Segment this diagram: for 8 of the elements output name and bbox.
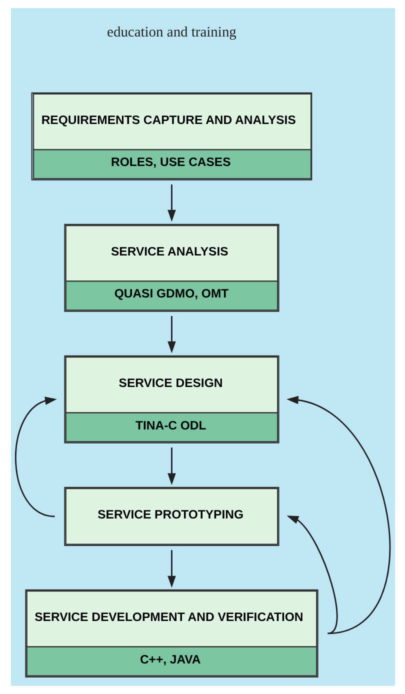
arrow bbox=[167, 316, 176, 354]
arrow bbox=[286, 516, 338, 634]
arrow bbox=[167, 184, 176, 222]
arrow bbox=[286, 396, 390, 634]
arrow bbox=[167, 448, 176, 486]
arrow bbox=[14, 396, 56, 518]
label: education and training bbox=[106, 24, 236, 40]
arrow bbox=[167, 550, 176, 588]
